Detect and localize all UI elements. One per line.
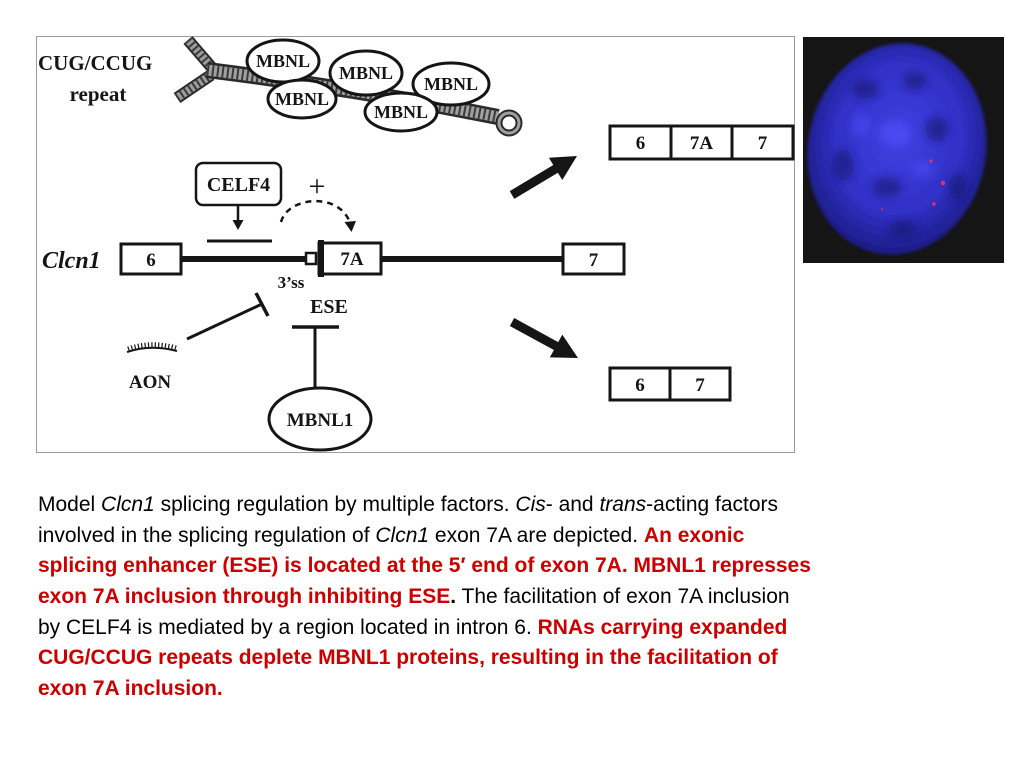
exon-7a-box: [317, 241, 383, 276]
caption-text: Model: [38, 493, 102, 516]
caption-text: by CELF4 is mediated by a region located…: [38, 615, 538, 639]
red-focus: [932, 202, 936, 206]
mbnl-label: MBNL: [424, 74, 478, 94]
product-exon-7a-included: 6 7A 7: [608, 124, 795, 161]
caption-line: involved in the splicing regulation of C…: [38, 521, 811, 552]
splice-site-label: 3’ss: [278, 273, 305, 292]
mbnl-protein: MBNL: [266, 78, 338, 120]
caption-italic-term: trans: [599, 493, 647, 516]
mbnl-oval: [266, 78, 338, 120]
mbnl-label: MBNL: [374, 102, 428, 122]
caption-highlight: exon 7A inclusion through inhibiting ESE: [38, 585, 451, 609]
dashed-arrow-head: [344, 221, 356, 232]
mbnl-protein: MBNL: [245, 38, 321, 84]
skipping-arrow: [509, 318, 578, 358]
caption-text: The facilitation of exon 7A inclusion: [456, 585, 790, 609]
hairpin-strand-bottom-ribs: [174, 71, 214, 102]
mbnl-label: MBNL: [339, 63, 393, 83]
inclusion-arrow: [509, 156, 577, 199]
gene-name: Clcn1: [42, 248, 101, 274]
aon-label: AON: [129, 372, 172, 393]
caption-text: splicing regulation by multiple factors.: [154, 493, 516, 516]
dashed-curve: [279, 199, 352, 224]
enhancement-arrow: +: [279, 170, 356, 232]
exon-7a-label: 7A: [340, 249, 364, 270]
caption-italic-term: Cis: [515, 493, 546, 516]
caption-line: by CELF4 is mediated by a region located…: [38, 613, 811, 644]
mbnl1-label: MBNL1: [287, 410, 354, 431]
repeat-label-line2: repeat: [70, 82, 127, 106]
caption-highlight: exon 7A inclusion.: [38, 677, 223, 701]
product-exon-label: 7: [695, 375, 705, 396]
celf4-arrow-head: [232, 220, 244, 230]
caption-line: CUG/CCUG repeats deplete MBNL1 proteins,…: [38, 643, 811, 674]
celf4-label: CELF4: [207, 174, 270, 196]
caption-highlight: splicing enhancer (ESE) is located at th…: [38, 554, 811, 578]
microscopy-image: [803, 37, 1004, 263]
figure-caption: Model Clcn1 splicing regulation by multi…: [38, 490, 811, 705]
aon-oligo-bases: [127, 342, 177, 352]
repeat-label-line1: CUG/CCUG: [38, 51, 152, 75]
mbnl-protein: MBNL: [411, 61, 491, 107]
mbnl-protein: MBNL: [363, 91, 439, 133]
caption-text: exon 7A are depicted.: [429, 523, 644, 547]
caption-bold-period: .: [450, 585, 457, 609]
mbnl1-inhibition: MBNL1: [267, 325, 373, 452]
product-exon-label: 6: [635, 375, 645, 396]
caption-highlight: RNAs carrying expanded: [537, 615, 788, 639]
mbnl-oval: [363, 91, 439, 133]
red-focus: [940, 180, 946, 186]
product-box: [608, 124, 795, 161]
plus-sign: +: [309, 170, 326, 203]
aon-oligo: [126, 346, 178, 353]
caption-highlight: An exonic: [643, 523, 745, 547]
caption-line: splicing enhancer (ESE) is located at th…: [38, 551, 811, 582]
hairpin-loop-fill: [497, 111, 521, 135]
caption-line: Model Clcn1 splicing regulation by multi…: [38, 490, 811, 521]
red-focus: [880, 207, 884, 211]
aon-inhibition-bar: [254, 292, 270, 317]
caption-text: - and: [545, 493, 600, 516]
caption-line: exon 7A inclusion.: [38, 674, 811, 705]
mbnl-label: MBNL: [275, 89, 329, 109]
red-focus: [929, 159, 933, 163]
mbnl-oval: [411, 61, 491, 107]
caption-line: exon 7A inclusion through inhibiting ESE…: [38, 582, 811, 613]
mbnl-protein: MBNL: [328, 49, 404, 97]
mbnl1-oval: [267, 386, 373, 452]
caption-gene-name: Clcn1: [101, 493, 155, 516]
caption-highlight: CUG/CCUG repeats deplete MBNL1 proteins,…: [38, 646, 778, 670]
caption-text: involved in the splicing regulation of: [38, 523, 376, 547]
nucleus-micrograph: [803, 37, 1004, 263]
splice-site-marker: [304, 251, 318, 266]
mbnl-label: MBNL: [256, 51, 310, 71]
exon-7-label: 7: [589, 250, 599, 271]
exon-7-box: [561, 242, 626, 276]
splicing-model-diagram: CUG/CCUG repeat MBNL MBNL MBNL MBNL MBNL: [36, 36, 795, 453]
exon-6-label: 6: [146, 250, 156, 271]
product-exon-label: 6: [636, 133, 646, 154]
chromatin-texture: [832, 72, 966, 238]
nucleus: [807, 43, 987, 255]
exon-6-box: [119, 242, 183, 276]
clcn1-gene: Clcn1 6 7A 7 3’ss ESE: [42, 240, 626, 318]
caption-gene-name: Clcn1: [375, 523, 430, 547]
aon-inhibition-stem: [186, 302, 263, 341]
product-exon-label: 7: [758, 133, 768, 154]
celf4-factor: CELF4: [194, 161, 283, 243]
product-exon-label: 7A: [690, 133, 714, 154]
mbnl-oval: [328, 49, 404, 97]
product-exon-7a-skipped: 6 7: [608, 366, 732, 402]
caption-text: -acting factors: [646, 493, 779, 516]
aon-inhibition: AON: [126, 292, 270, 393]
ese-label: ESE: [310, 296, 348, 318]
